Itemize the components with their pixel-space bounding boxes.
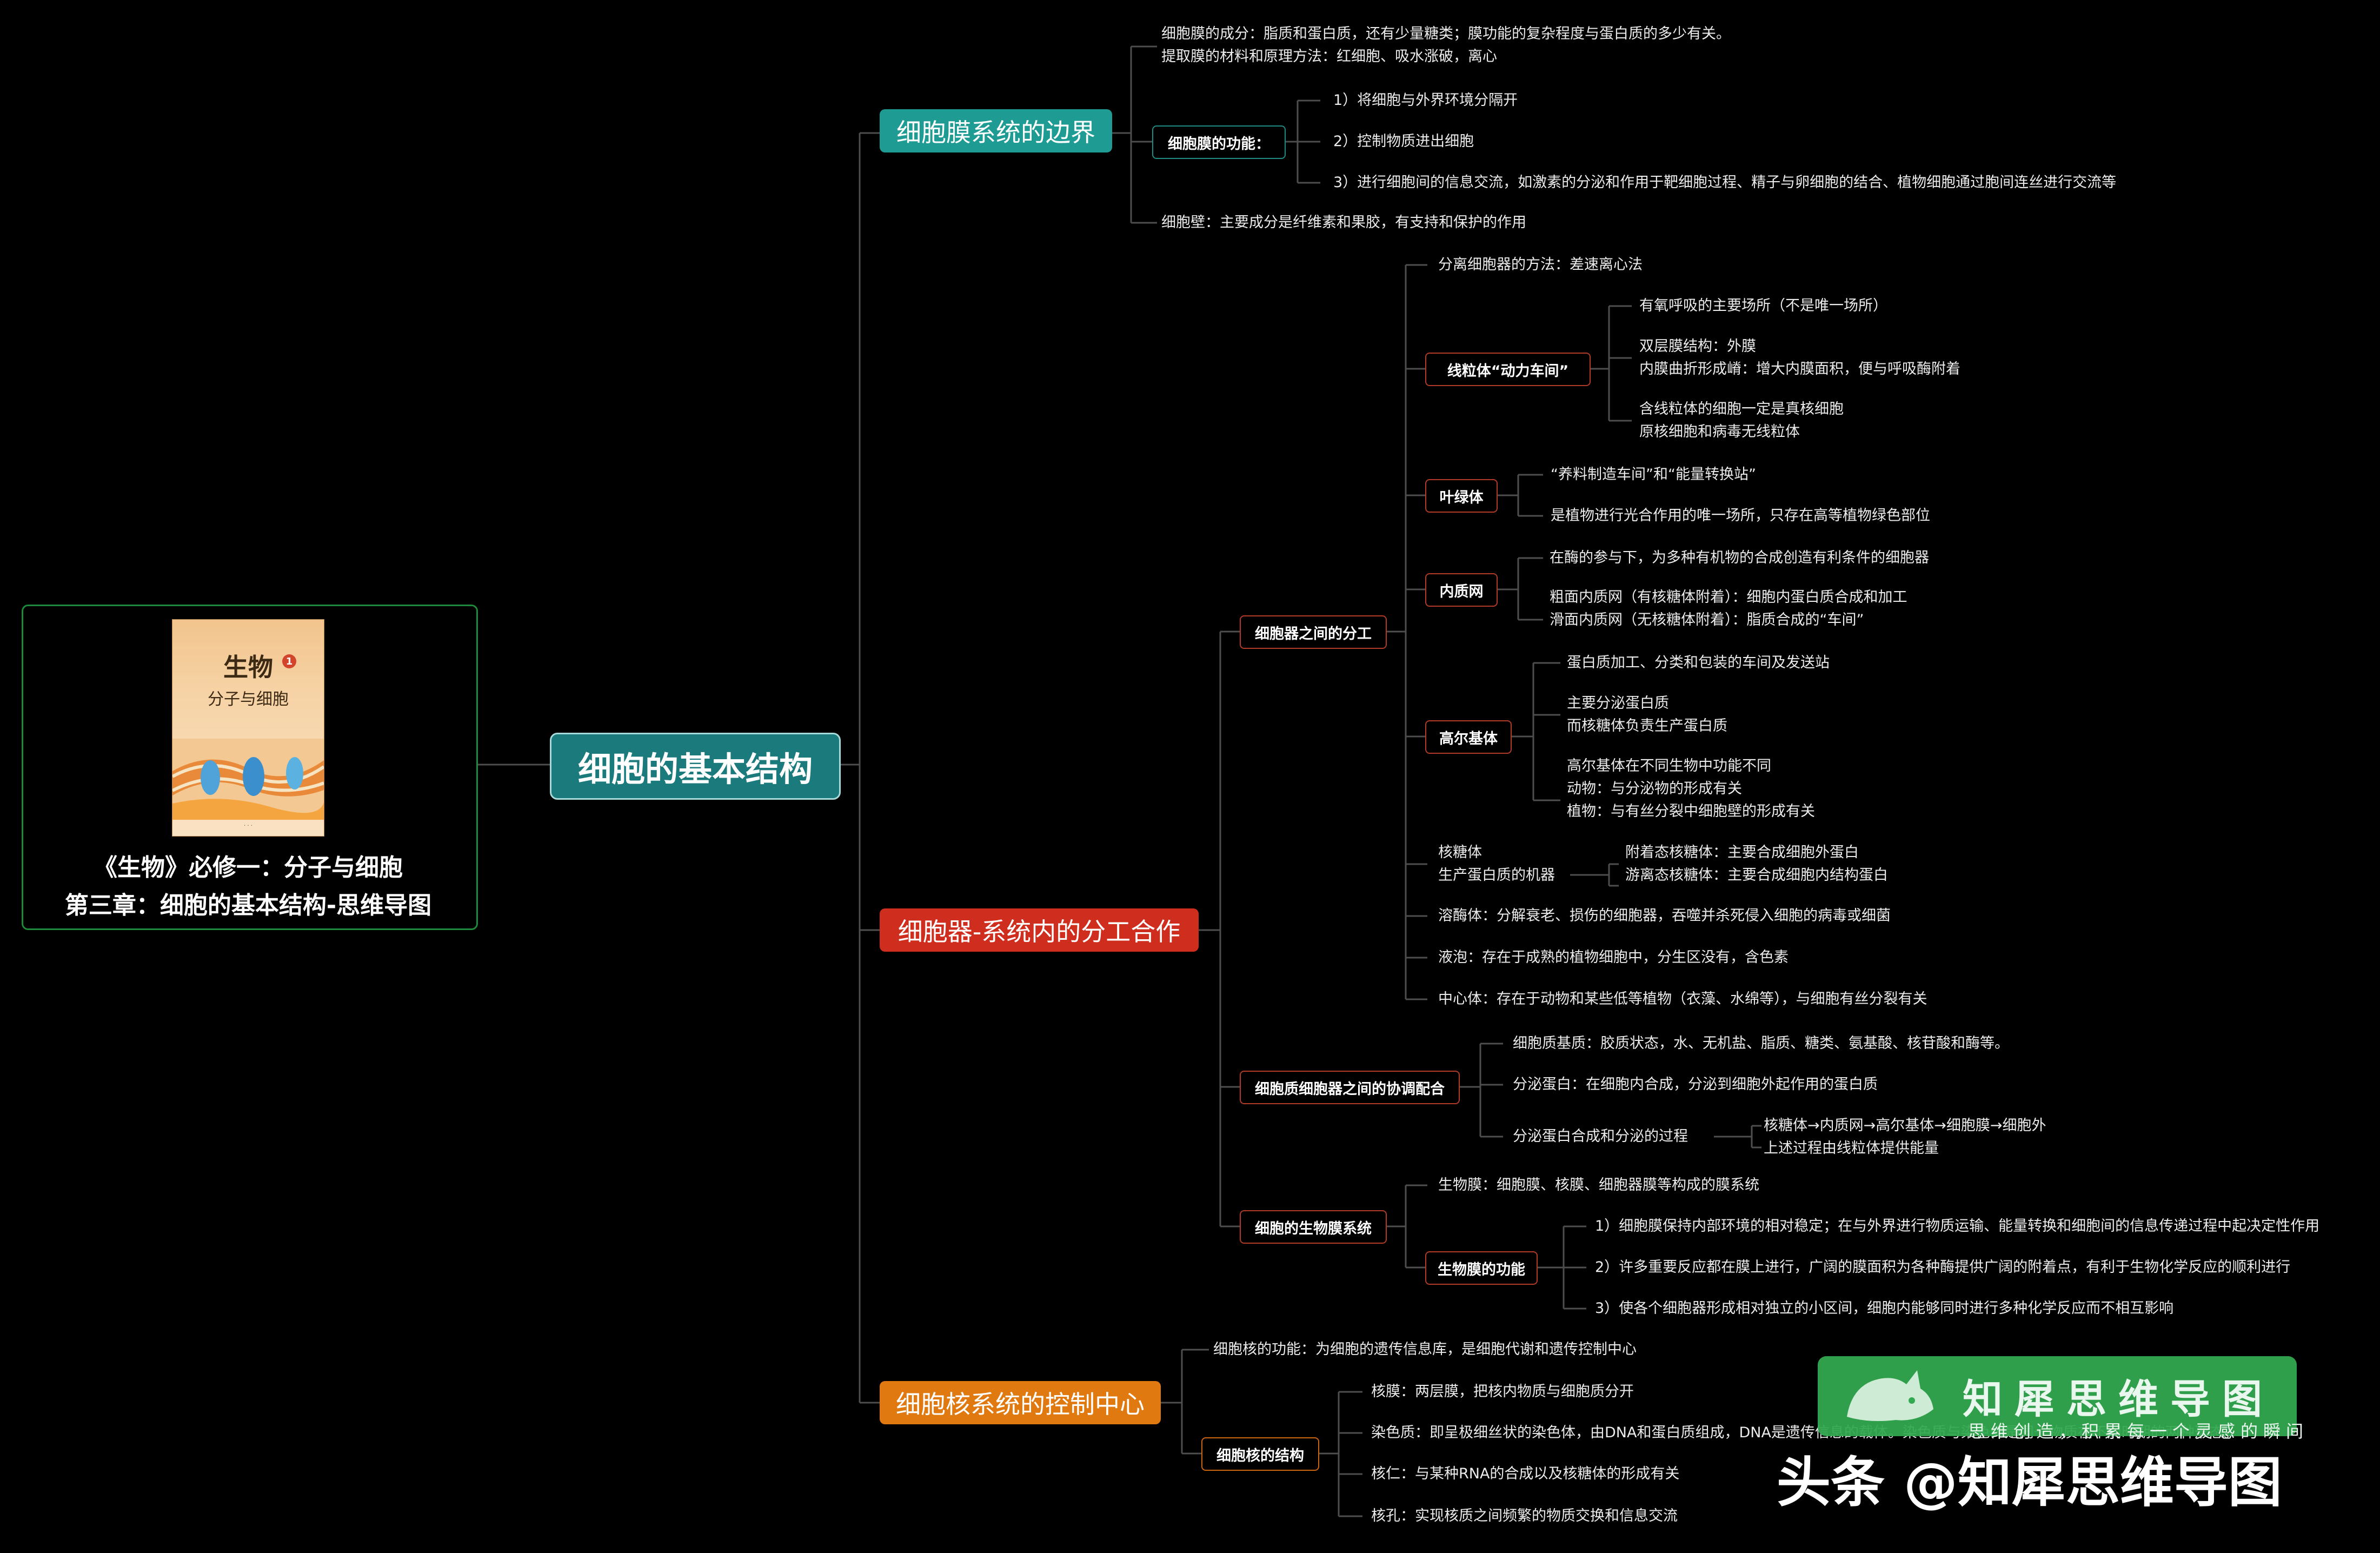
nucleus-structure-node[interactable]: 细胞核的结构 [1201,1437,1319,1471]
secretion-process-steps: 核糖体→内质网→高尔基体→细胞膜→细胞外 上述过程由线粒体提供能量 [1764,1117,2046,1157]
chloro-leaf-a: “养料制造车间”和“能量转换站” [1551,466,1756,483]
secretion-process-leaf: 分泌蛋白合成和分泌的过程 [1513,1128,1688,1145]
book-title: 生物 [223,653,273,682]
membrane-function-2: 2）控制物质进出细胞 [1333,133,1474,150]
membrane-function-1: 1）将细胞与外界环境分隔开 [1333,92,1518,109]
publisher-mark: · · · [244,823,252,829]
mito-leaf-b: 双层膜结构：外膜 内膜曲折形成嵴：增大内膜面积，便与呼吸酶附着 [1639,338,1960,377]
lysosome-leaf: 溶酶体：分解衰老、损伤的细胞器，吞噬并杀死侵入细胞的病毒或细菌 [1438,907,1891,924]
cell-wall-leaf: 细胞壁：主要成分是纤维素和果胶，有支持和保护的作用 [1161,214,1526,231]
watermark-footer: 头条 @知犀思维导图 [1777,1451,2282,1514]
nuclear-envelope-leaf: 核膜：两层膜，把核内物质与细胞质分开 [1371,1383,1634,1400]
mitochondria-node[interactable]: 线粒体“动力车间” [1425,353,1591,386]
nuclear-pore-leaf: 核孔：实现核质之间频繁的物质交换和信息交流 [1371,1508,1678,1524]
branch-cell-membrane[interactable]: 细胞膜系统的边界 [880,109,1112,152]
golgi-leaf-a: 蛋白质加工、分类和包装的车间及发送站 [1567,654,1830,671]
cytoplasm-matrix-leaf: 细胞质基质：胶质状态，水、无机盐、脂质、糖类、氨基酸、核苷酸和酶等。 [1513,1035,2009,1052]
er-node[interactable]: 内质网 [1425,573,1498,607]
branch-nucleus[interactable]: 细胞核系统的控制中心 [880,1381,1161,1424]
organelle-division-node[interactable]: 细胞器之间的分工 [1240,615,1387,649]
er-leaf-b: 粗面内质网（有核糖体附着）：细胞内蛋白质合成和加工 滑面内质网（无核糖体附着）：… [1550,589,1907,628]
separation-method: 分离细胞器的方法：差速离心法 [1438,256,1643,273]
rhino-logo-icon [1847,1370,1933,1421]
secreted-protein-leaf: 分泌蛋白：在细胞内合成，分泌到细胞外起作用的蛋白质 [1513,1076,1878,1093]
watermark-brand: 知犀思维导图 [1963,1376,2274,1423]
vacuole-leaf: 液泡：存在于成熟的植物细胞中，分生区没有，含色素 [1438,949,1789,966]
ribosome-leaf: 核糖体 生产蛋白质的机器 [1438,844,1555,884]
book-subtitle: 分子与细胞 [208,690,289,709]
membrane-function-3: 3）进行细胞间的信息交流，如激素的分泌和作用于靶细胞过程、精子与卵细胞的结合、植… [1333,174,2117,191]
mito-leaf-c: 含线粒体的细胞一定是真核细胞 原核细胞和病毒无线粒体 [1639,401,1844,440]
watermark-slogan: 思维创造，积累每一个灵感的瞬间 [1968,1421,2309,1442]
biomembrane-function-node[interactable]: 生物膜的功能 [1425,1251,1538,1285]
nucleus-function-leaf: 细胞核的功能：为细胞的遗传信息库，是细胞代谢和遗传控制中心 [1213,1341,1637,1358]
membrane-function-node[interactable]: 细胞膜的功能： [1152,125,1286,159]
biomembrane-function-3: 3）使各个细胞器形成相对独立的小区间，细胞内能够同时进行多种化学反应而不相互影响 [1595,1300,2174,1317]
ribosome-types: 附着态核糖体：主要合成细胞外蛋白 游离态核糖体：主要合成细胞内结构蛋白 [1625,844,1888,884]
book-volume-badge: 1 [282,654,296,668]
coordination-node[interactable]: 细胞质细胞器之间的协调配合 [1240,1071,1460,1104]
membrane-composition: 细胞膜的成分：脂质和蛋白质，还有少量糖类；膜功能的复杂程度与蛋白质的多少有关。 … [1161,25,1731,65]
mito-leaf-a: 有氧呼吸的主要场所（不是唯一场所） [1639,297,1887,314]
biomembrane-definition: 生物膜：细胞膜、核膜、细胞器膜等构成的膜系统 [1438,1177,1759,1193]
cover-title-line1: 《生物》必修一：分子与细胞 [94,854,403,881]
centrosome-leaf: 中心体：存在于动物和某些低等植物（衣藻、水绵等），与细胞有丝分裂有关 [1438,991,1927,1007]
biomembrane-system-node[interactable]: 细胞的生物膜系统 [1240,1210,1387,1244]
chloro-leaf-b: 是植物进行光合作用的唯一场所，只存在高等植物绿色部位 [1551,507,1930,524]
cover-title-line2: 第三章：细胞的基本结构-思维导图 [64,892,432,919]
membrane-illustration [172,739,324,820]
biomembrane-function-1: 1）细胞膜保持内部环境的相对稳定；在与外界进行物质运输、能量转换和细胞间的信息传… [1595,1218,2320,1235]
textbook-cover-image: 生物 1 分子与细胞 · · · [172,619,324,837]
nucleolus-leaf: 核仁：与某种RNA的合成以及核糖体的形成有关 [1371,1465,1680,1482]
golgi-node[interactable]: 高尔基体 [1425,720,1512,754]
chloroplast-node[interactable]: 叶绿体 [1425,479,1498,513]
branch-organelles[interactable]: 细胞器-系统内的分工合作 [880,908,1199,952]
root-node[interactable]: 细胞的基本结构 [550,733,841,800]
golgi-leaf-c: 高尔基体在不同生物中功能不同 动物：与分泌物的形成有关 植物：与有丝分裂中细胞壁… [1567,758,1815,820]
er-leaf-a: 在酶的参与下，为多种有机物的合成创造有利条件的细胞器 [1550,549,1929,566]
biomembrane-function-2: 2）许多重要反应都在膜上进行，广阔的膜面积为各种酶提供广阔的附着点，有利于生物化… [1595,1259,2291,1276]
golgi-leaf-b: 主要分泌蛋白质 而核糖体负责生产蛋白质 [1567,695,1727,734]
